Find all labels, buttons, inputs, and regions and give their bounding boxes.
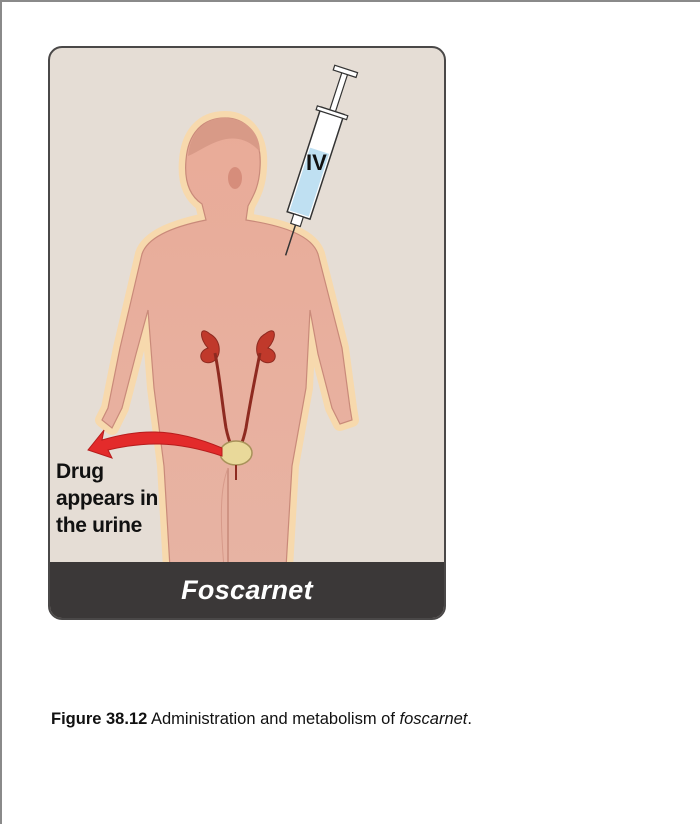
- elimination-label: Drug appears in the urine: [56, 458, 158, 539]
- caption-drug: foscarnet: [400, 710, 468, 728]
- drug-banner: Foscarnet: [50, 562, 444, 618]
- figure-caption: Figure 38.12 Administration and metaboli…: [51, 710, 472, 729]
- caption-end: .: [467, 710, 472, 728]
- route-label: IV: [306, 150, 327, 176]
- figure-card: IV Drug appears in the urine Foscarnet: [48, 46, 446, 620]
- drug-name: Foscarnet: [181, 575, 313, 606]
- caption-text: Administration and metabolism of: [147, 710, 399, 728]
- figure-number: Figure 38.12: [51, 710, 147, 728]
